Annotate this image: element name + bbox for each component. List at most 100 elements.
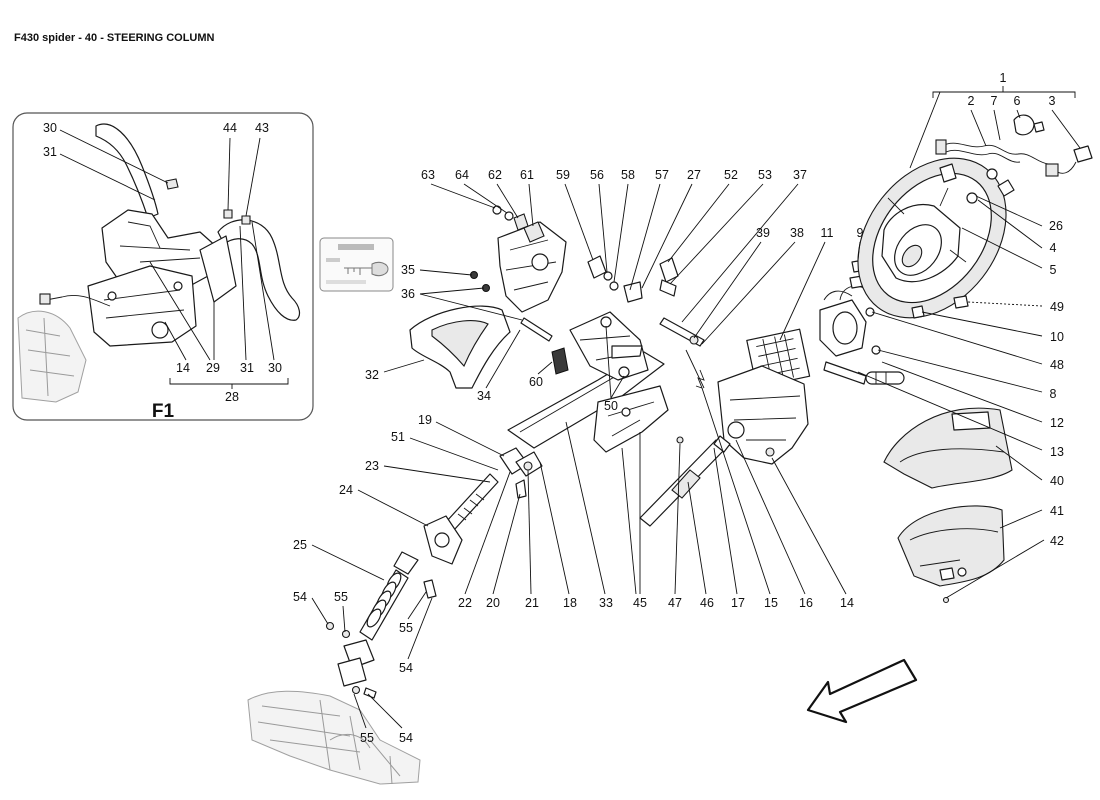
callout-38: 38 (790, 226, 804, 240)
callout-3: 3 (1049, 94, 1056, 108)
callout-54-c: 54 (399, 731, 413, 745)
callouts-upper-mid: 39 38 11 9 (756, 226, 863, 240)
inset-accelerator-pedal (217, 219, 301, 321)
inset-callout-14: 14 (176, 361, 190, 375)
callout-1: 1 (1000, 71, 1007, 85)
callout-61: 61 (520, 168, 534, 182)
callout-52: 52 (724, 168, 738, 182)
main-leaders (311, 86, 1081, 729)
callout-62: 62 (488, 168, 502, 182)
callout-24: 24 (339, 483, 353, 497)
callout-58: 58 (621, 168, 635, 182)
callouts-wheel: 1 2 7 6 3 (968, 71, 1056, 108)
tilt-arm (507, 311, 665, 449)
inset-callout-30-top: 30 (43, 121, 57, 135)
inset-callout-44: 44 (223, 121, 237, 135)
callout-35: 35 (401, 263, 415, 277)
clip-icon (551, 347, 569, 375)
callout-18: 18 (563, 596, 577, 610)
inset-spring-icon (151, 321, 169, 339)
direction-arrow-icon (806, 658, 918, 724)
callout-33: 33 (599, 596, 613, 610)
turn-signal-stalk (823, 361, 905, 385)
callout-54-a: 54 (293, 590, 307, 604)
bolt-icon (520, 317, 553, 342)
callout-40: 40 (1050, 474, 1064, 488)
callout-63: 63 (421, 168, 435, 182)
lower-support-bracket (593, 385, 669, 453)
callout-22: 22 (458, 596, 472, 610)
inset-group-number: 28 (225, 390, 239, 404)
callout-32: 32 (365, 368, 379, 382)
callout-45: 45 (633, 596, 647, 610)
callout-16: 16 (799, 596, 813, 610)
callout-54-b: 54 (399, 661, 413, 675)
inset-callout-43: 43 (255, 121, 269, 135)
inset-callout-31-bottom: 31 (240, 361, 254, 375)
inset-label: F1 (152, 401, 175, 422)
lower-universal-joint (325, 621, 377, 699)
callout-39: 39 (756, 226, 770, 240)
callouts-bottom-row: 22 20 21 18 33 45 47 46 17 15 16 14 (458, 596, 854, 610)
callout-55-b: 55 (399, 621, 413, 635)
callout-56: 56 (590, 168, 604, 182)
callouts-left-side: 35 36 32 34 60 50 19 51 23 24 25 54 55 5… (293, 263, 618, 745)
callout-7: 7 (991, 94, 998, 108)
callout-2: 2 (968, 94, 975, 108)
inset-brake-pedal (95, 123, 159, 219)
intermediate-shaft (445, 473, 499, 531)
callouts-top-row: 63 64 62 61 59 56 58 57 27 52 53 37 (421, 168, 807, 182)
callout-48: 48 (1050, 358, 1064, 372)
upper-column-bracket (492, 205, 567, 313)
inset-column-stub (17, 310, 87, 403)
callout-55-c: 55 (360, 731, 374, 745)
lower-shroud (897, 505, 1005, 587)
inset-frame (12, 112, 314, 421)
callout-46: 46 (700, 596, 714, 610)
callout-25: 25 (293, 538, 307, 552)
callouts-right-column: 26 4 5 49 10 48 8 12 13 40 41 42 (1049, 219, 1064, 548)
bulb-icon (953, 295, 969, 309)
callout-59: 59 (556, 168, 570, 182)
callout-57: 57 (655, 168, 669, 182)
callout-36: 36 (401, 287, 415, 301)
callout-26: 26 (1049, 219, 1063, 233)
callout-55-a: 55 (334, 590, 348, 604)
callout-51: 51 (391, 430, 405, 444)
callout-8: 8 (1050, 387, 1057, 401)
callout-27: 27 (687, 168, 701, 182)
steering-wheel (857, 157, 1007, 319)
callout-17: 17 (731, 596, 745, 610)
bulkhead-boot (423, 515, 463, 565)
callout-42: 42 (1050, 534, 1064, 548)
inset-callout-30-bottom: 30 (268, 361, 282, 375)
spring-icon (695, 369, 705, 389)
callout-14: 14 (840, 596, 854, 610)
callout-50: 50 (604, 399, 618, 413)
callout-53: 53 (758, 168, 772, 182)
key-tag-icon (319, 237, 394, 292)
inset-callout-29: 29 (206, 361, 220, 375)
callout-10: 10 (1050, 330, 1064, 344)
pedal-support-bracket (409, 305, 511, 389)
upper-shroud (883, 407, 1013, 489)
adjuster-hardware (587, 255, 679, 303)
bulb-icon (911, 305, 925, 319)
callout-60: 60 (529, 375, 543, 389)
callout-11: 11 (821, 226, 834, 240)
inset-callout-31-top: 31 (43, 145, 57, 159)
lower-shaft-bellows (359, 551, 437, 641)
callout-15: 15 (764, 596, 778, 610)
callout-41: 41 (1050, 504, 1064, 518)
callout-20: 20 (486, 596, 500, 610)
inset-pedal-hinge (199, 235, 237, 303)
inset-base-plate (87, 265, 197, 347)
callout-9: 9 (857, 226, 864, 240)
inset-panel: 30 31 44 43 14 29 31 30 28 F1 (12, 112, 314, 422)
leader-49-dotted (967, 301, 1043, 307)
screw-icon (942, 596, 950, 604)
callout-23: 23 (365, 459, 379, 473)
upper-universal-joint (499, 447, 543, 499)
callout-13: 13 (1050, 445, 1064, 459)
